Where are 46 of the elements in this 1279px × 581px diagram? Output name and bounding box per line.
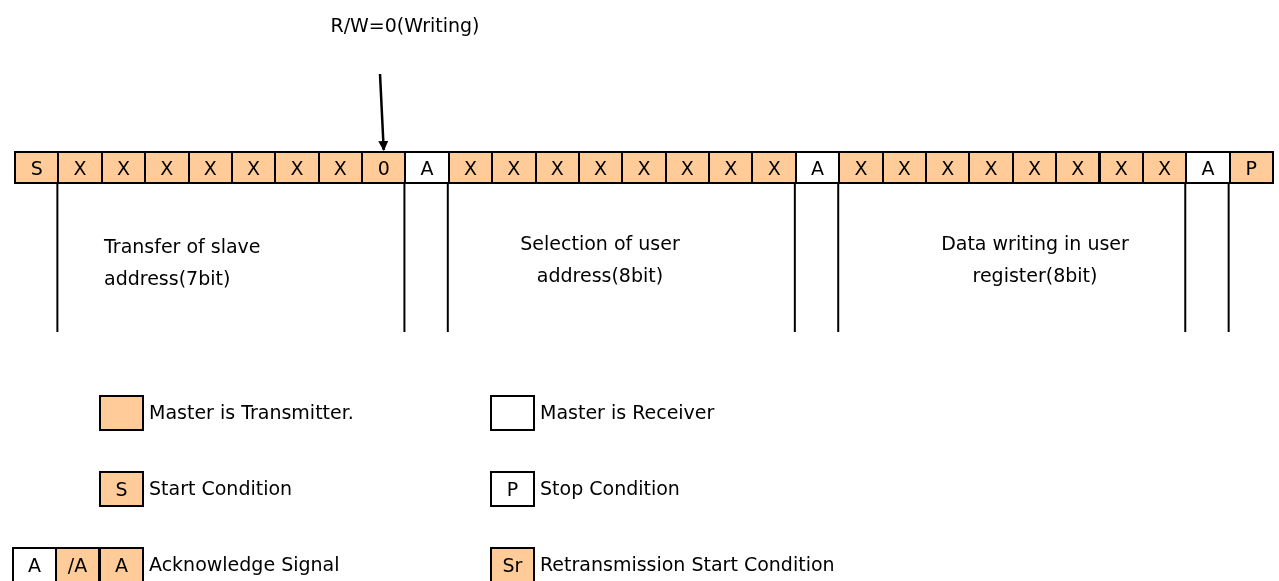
bit-cell: X bbox=[621, 151, 667, 184]
segment-label: Selection of user address(8bit) bbox=[519, 231, 681, 288]
bit-cell: 0 bbox=[361, 151, 407, 184]
bit-cell: X bbox=[534, 151, 580, 184]
bit-cell: X bbox=[274, 151, 320, 184]
bit-cell: X bbox=[1011, 151, 1058, 184]
bit-cell: X bbox=[187, 151, 233, 184]
bit-cell: X bbox=[491, 151, 537, 184]
bit-cell: X bbox=[100, 151, 147, 184]
legend-text: Master is Transmitter. bbox=[149, 401, 354, 423]
symbol-key: S bbox=[99, 471, 144, 507]
bit-cell: X bbox=[1055, 151, 1101, 184]
segment-label: Data writing in user register(8bit) bbox=[940, 231, 1130, 288]
legend-text: Master is Receiver bbox=[540, 401, 715, 423]
bit-cell: X bbox=[708, 151, 754, 184]
bit-cell: A bbox=[794, 151, 841, 184]
bit-cell: X bbox=[881, 151, 927, 184]
symbol-key: A bbox=[12, 547, 57, 581]
bit-cell: X bbox=[664, 151, 711, 184]
symbol-key: P bbox=[490, 471, 535, 507]
bit-cell: X bbox=[751, 151, 797, 184]
segment-label: Transfer of slave address(7bit) bbox=[104, 234, 262, 291]
bit-cell: S bbox=[14, 151, 60, 184]
legend-text: Acknowledge Signal bbox=[149, 553, 340, 575]
signal-label: R/W=0(Writing) bbox=[305, 14, 505, 36]
bit-cell: X bbox=[924, 151, 971, 184]
bit-cell: X bbox=[838, 151, 884, 184]
bit-cell: X bbox=[577, 151, 624, 184]
bit-cell: X bbox=[230, 151, 277, 184]
symbol-key: A bbox=[99, 547, 144, 581]
bit-cell: X bbox=[317, 151, 364, 184]
bit-cell: X bbox=[447, 151, 494, 184]
symbol-key: Sr bbox=[490, 547, 535, 581]
bit-cell: X bbox=[1141, 151, 1188, 184]
bit-cell: A bbox=[404, 151, 450, 184]
bit-cell: X bbox=[1098, 151, 1144, 184]
bit-cell: A bbox=[1185, 151, 1231, 184]
legend-text: Stop Condition bbox=[540, 477, 680, 499]
bit-cell: X bbox=[968, 151, 1014, 184]
arrow bbox=[378, 73, 389, 151]
legend-text: Retransmission Start Condition bbox=[540, 553, 835, 575]
legend-text: Start Condition bbox=[149, 477, 293, 499]
bit-cell: X bbox=[57, 151, 103, 184]
symbol-key: /A bbox=[55, 547, 100, 581]
bit-cell: P bbox=[1228, 151, 1274, 184]
bit-cell: X bbox=[144, 151, 190, 184]
